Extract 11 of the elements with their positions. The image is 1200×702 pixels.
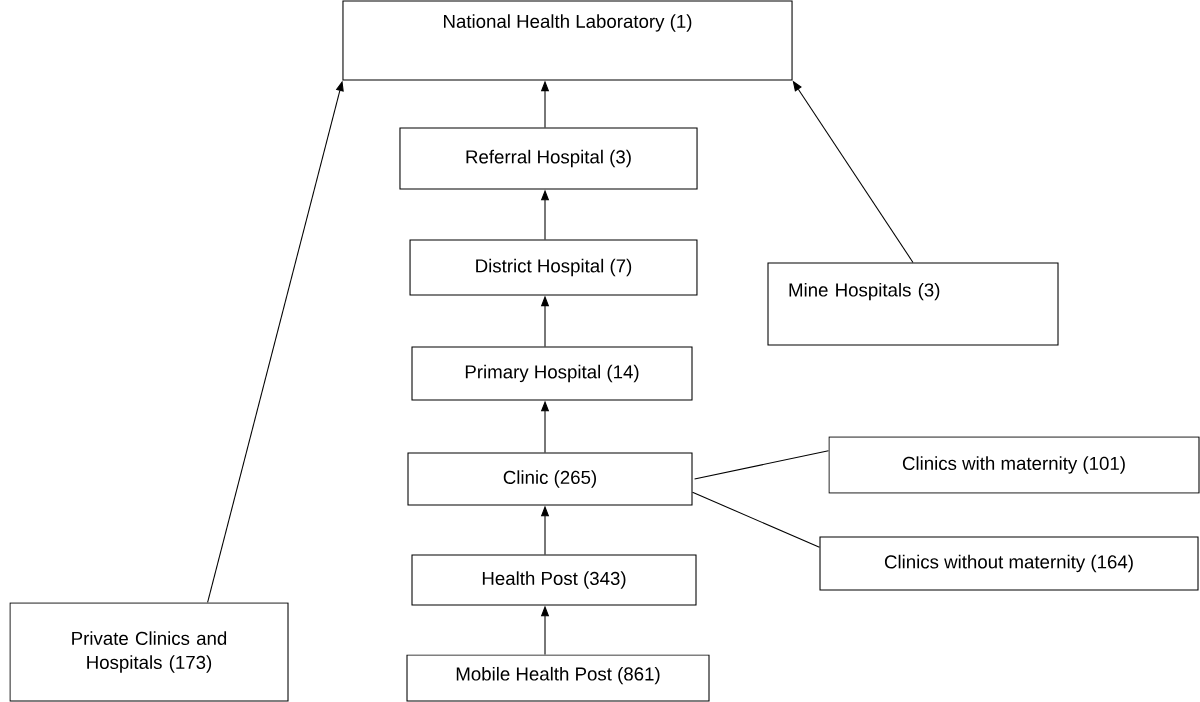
box: National Health Laboratory (1) [342,0,793,81]
box: Clinics with maternity (101) [828,436,1200,494]
box: District Hospital (7) [409,239,698,296]
box: Mobile Health Post (861) [406,654,710,702]
box: Referral Hospital (3) [399,127,698,190]
box: Clinic (265) [407,452,693,506]
box: Private Clinics and Hospitals (173) [9,602,289,702]
box: Primary Hospital (14) [411,346,693,401]
box: Mine Hospitals (3) [767,262,1059,346]
box: Health Post (343) [411,554,697,606]
box: Clinics without maternity (164) [819,536,1199,591]
